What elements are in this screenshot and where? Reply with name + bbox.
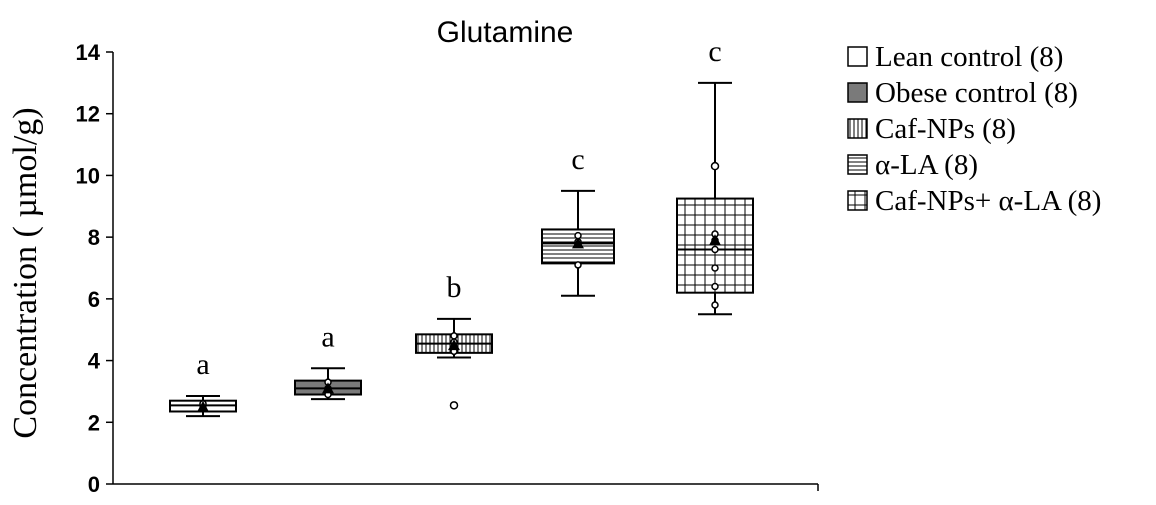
legend-label: Caf-NPs (8) [875,113,1016,145]
box-3: b [415,271,493,410]
legend-label: α-LA (8) [875,149,978,181]
box-2: a [294,320,362,401]
y-axis-label: Concentration ( µmol/g) [7,107,44,438]
y-tick-label: 4 [88,349,101,374]
significance-letter: c [708,35,721,68]
legend-swatch [847,46,868,67]
box-body [676,197,754,294]
mean-marker [197,400,209,412]
legend-item-1: Lean control (8) [847,41,1063,73]
mean-marker [322,382,334,394]
box-5: c [676,35,754,316]
significance-letter: a [196,348,209,381]
legend-item-4: α-LA (8) [847,149,978,181]
y-axis-ticks: 0 2 4 6 8 10 12 14 [76,40,113,497]
data-point [711,245,719,254]
data-point [711,282,719,291]
legend-label: Obese control (8) [875,77,1078,109]
box-plot-group: a a b c c [169,35,754,418]
data-point [450,332,458,340]
outlier-point [710,161,720,171]
y-tick-label: 2 [88,410,100,435]
outlier-point [449,401,459,410]
legend-swatch [847,190,868,211]
y-tick-label: 14 [76,40,101,65]
y-tick-label: 10 [76,163,100,188]
data-point [574,261,582,269]
box-4: c [541,143,615,297]
data-point [711,301,719,309]
box-1: a [169,348,237,418]
legend-item-2: Obese control (8) [847,77,1078,109]
significance-letter: b [447,271,462,304]
y-tick-label: 8 [88,225,100,250]
chart-title: Glutamine [437,16,574,49]
y-tick-label: 6 [88,287,100,312]
legend-item-3: Caf-NPs (8) [847,113,1016,145]
legend-swatch [847,82,868,103]
mean-marker [448,339,460,351]
significance-letter: c [571,143,584,176]
legend-swatch [847,154,868,175]
y-tick-label: 0 [88,472,100,497]
legend-label: Lean control (8) [875,41,1063,73]
legend-swatch [847,118,868,139]
legend-label: Caf-NPs+ α-LA (8) [875,185,1101,217]
legend: Lean control (8) Obese control (8) Caf-NPs… [847,41,1101,217]
significance-letter: a [321,320,334,353]
mean-marker [572,237,584,249]
data-point [711,264,719,272]
mean-marker [709,234,721,246]
legend-item-5: Caf-NPs+ α-LA (8) [847,185,1101,217]
y-tick-label: 12 [76,102,100,127]
